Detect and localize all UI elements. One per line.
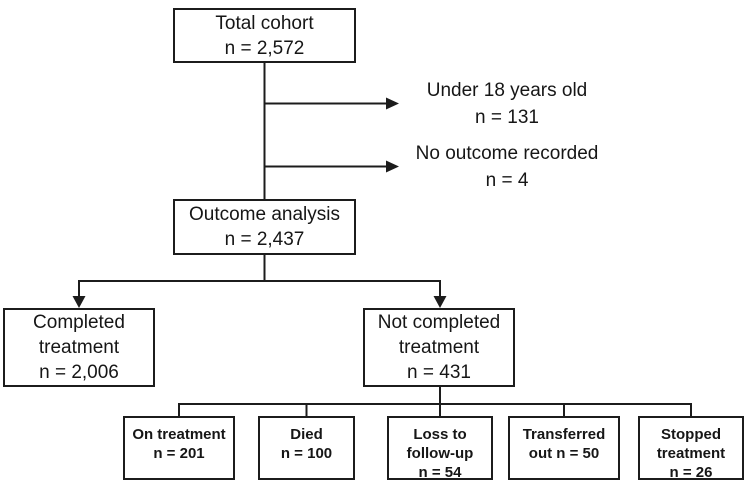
- arrowhead-notcompleted: [433, 296, 447, 308]
- arrowhead-exclusion-1: [386, 97, 399, 110]
- label-no-outcome: No outcome recorded n = 4: [397, 140, 617, 194]
- label-under-18-count: n = 131: [475, 107, 539, 128]
- node-transferred-line1: Transferred: [522, 426, 606, 443]
- node-outcome-analysis-label: Outcome analysis: [188, 204, 340, 225]
- node-died-count: n = 100: [280, 445, 333, 462]
- node-loss-line1: Loss to: [413, 426, 467, 443]
- label-under-18-text: Under 18 years old: [426, 80, 588, 101]
- node-on-treatment-label: On treatment: [132, 426, 226, 443]
- node-total-cohort-label: Total cohort: [215, 12, 314, 34]
- node-died: Died n = 100: [258, 416, 355, 480]
- node-total-cohort-count: n = 2,572: [224, 37, 305, 59]
- node-stopped-line2: treatment: [656, 445, 726, 462]
- node-completed-line2: treatment: [38, 337, 120, 358]
- arrowhead-exclusion-2: [386, 160, 399, 173]
- node-on-treatment-count: n = 201: [153, 445, 205, 462]
- node-transferred-line2: out n = 50: [528, 445, 600, 462]
- node-died-label: Died: [290, 426, 323, 443]
- node-completed-line1: Completed: [33, 312, 125, 333]
- node-not-completed-count: n = 431: [407, 362, 471, 383]
- node-total-cohort: Total cohort n = 2,572: [173, 8, 356, 63]
- node-stopped-line1: Stopped: [661, 426, 721, 443]
- label-no-outcome-text: No outcome recorded: [415, 143, 599, 164]
- node-not-completed-treatment: Not completed treatment n = 431: [363, 308, 515, 387]
- node-loss-line2: follow-up: [406, 445, 474, 462]
- node-transferred-out: Transferred out n = 50: [508, 416, 620, 480]
- label-under-18: Under 18 years old n = 131: [397, 77, 617, 131]
- arrowhead-completed: [72, 296, 86, 308]
- node-outcome-analysis-count: n = 2,437: [224, 229, 305, 250]
- node-completed-count: n = 2,006: [39, 362, 119, 383]
- node-outcome-analysis: Outcome analysis n = 2,437: [173, 199, 356, 255]
- node-loss-count: n = 54: [418, 464, 462, 481]
- node-stopped-treatment: Stopped treatment n = 26: [638, 416, 744, 481]
- node-completed-treatment: Completed treatment n = 2,006: [3, 308, 155, 387]
- node-on-treatment: On treatment n = 201: [123, 416, 235, 480]
- label-no-outcome-count: n = 4: [485, 170, 529, 191]
- node-loss-to-follow-up: Loss to follow-up n = 54: [387, 416, 493, 481]
- node-stopped-count: n = 26: [669, 464, 713, 481]
- node-not-completed-line2: treatment: [398, 337, 480, 358]
- node-not-completed-line1: Not completed: [377, 312, 501, 333]
